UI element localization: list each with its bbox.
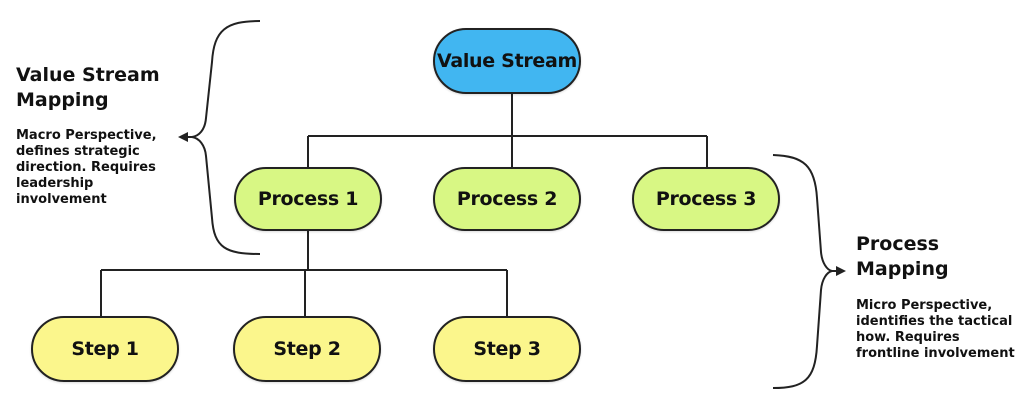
process-1-label: Process 1: [257, 188, 359, 210]
step-2-node: Step 2: [233, 316, 381, 382]
process-1-node: Process 1: [234, 167, 382, 231]
right-annotation-description: Micro Perspective, identifies the tactic…: [856, 298, 1015, 361]
value-stream-node: Value Stream: [433, 28, 581, 94]
value-stream-label: Value Stream: [436, 50, 578, 72]
process-2-node: Process 2: [433, 167, 581, 231]
right-brace: [772, 154, 833, 389]
process-3-label: Process 3: [655, 188, 757, 210]
left-arrowhead: [178, 132, 188, 142]
right-arrowhead: [836, 266, 846, 276]
left-brace: [191, 20, 261, 255]
step-1-label: Step 1: [71, 338, 139, 360]
right-annotation-title: Process Mapping: [856, 233, 949, 280]
step-3-node: Step 3: [433, 316, 581, 382]
step-3-label: Step 3: [473, 338, 541, 360]
step-2-label: Step 2: [273, 338, 341, 360]
process-2-label: Process 2: [456, 188, 558, 210]
left-annotation-title: Value Stream Mapping: [16, 64, 160, 111]
step-1-node: Step 1: [31, 316, 179, 382]
left-annotation-description: Macro Perspective, defines strategic dir…: [16, 128, 157, 207]
right-annotation: Process Mapping Micro Perspective, ident…: [856, 232, 1016, 362]
process-3-node: Process 3: [632, 167, 780, 231]
left-annotation: Value Stream Mapping Macro Perspective, …: [16, 63, 176, 208]
